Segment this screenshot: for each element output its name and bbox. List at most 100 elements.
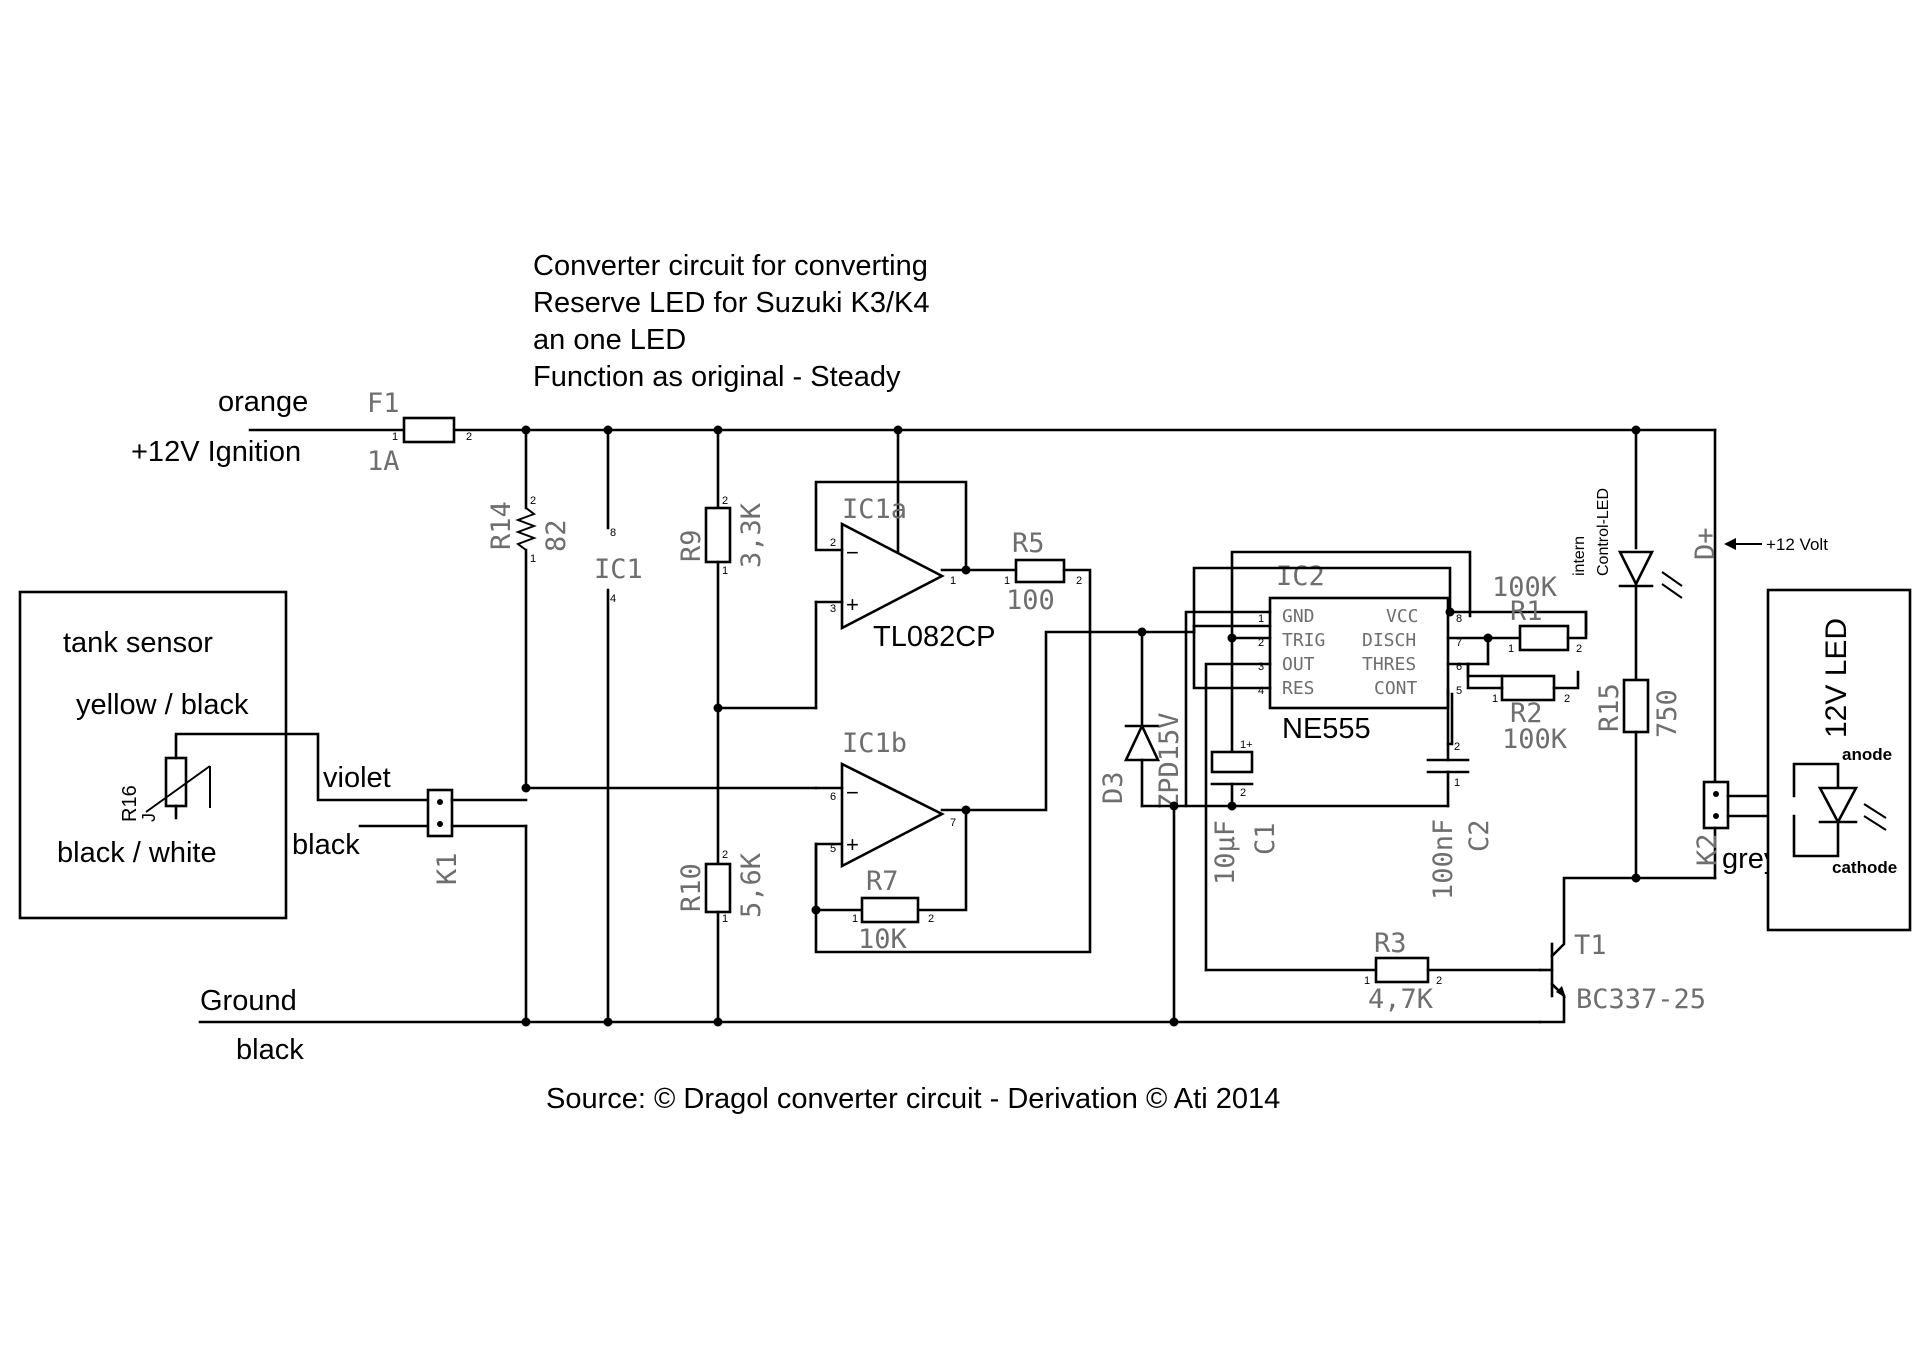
- svg-text:6: 6: [1456, 661, 1462, 673]
- svg-text:2: 2: [1436, 975, 1442, 987]
- r10-value: 5,6K: [736, 852, 767, 918]
- svg-text:1: 1: [950, 575, 956, 587]
- supply-rail: [248, 428, 1717, 797]
- svg-text:1: 1: [1492, 693, 1498, 705]
- svg-text:1: 1: [722, 565, 728, 577]
- wire-label-ground: Ground: [200, 985, 297, 1017]
- c2-ref: C2: [1464, 819, 1495, 852]
- title-line-1: Converter circuit for converting: [533, 250, 928, 282]
- resistor-r14: R14 82 2 1: [486, 428, 572, 790]
- title-line-3: an one LED: [533, 324, 686, 356]
- resistor-r1: 100K R1 1 2: [1492, 572, 1588, 655]
- tank-sensor-top-wire: yellow / black: [76, 689, 249, 721]
- title-line-4: Function as original - Steady: [533, 361, 901, 393]
- source-credit: Source: © Dragol converter circuit - Der…: [546, 1083, 1280, 1115]
- svg-text:3: 3: [1258, 661, 1264, 673]
- wire-label-violet: violet: [323, 762, 391, 794]
- d-plus-label: D+: [1690, 527, 1721, 560]
- svg-text:2: 2: [722, 495, 728, 507]
- resistor-r10: R10 5,6K 2 1: [676, 849, 767, 1024]
- svg-text:6: 6: [830, 791, 836, 803]
- svg-text:5: 5: [830, 843, 836, 855]
- capacitor-c2: 2 1 100nF C2: [1426, 690, 1495, 900]
- d3-value: ZPD15V: [1154, 712, 1185, 810]
- ic1-pin-bot: 4: [610, 593, 616, 605]
- svg-text:VCC: VCC: [1386, 606, 1419, 627]
- d3-ref: D3: [1098, 771, 1129, 804]
- ic1a-part: TL082CP: [873, 621, 996, 653]
- resistor-r3: R3 4,7K 1 2: [1204, 928, 1542, 1015]
- control-led-line2: Control-LED: [1595, 488, 1612, 576]
- r1-ref: R1: [1510, 596, 1543, 627]
- svg-text:1: 1: [1364, 975, 1370, 987]
- svg-text:DISCH: DISCH: [1362, 630, 1416, 651]
- resistor-r15: R15 750: [1594, 678, 1683, 880]
- svg-text:1+: 1+: [1240, 739, 1253, 751]
- c1-ref: C1: [1250, 822, 1281, 855]
- svg-text:1: 1: [1258, 613, 1264, 625]
- wire-label-ignition: +12V Ignition: [131, 436, 301, 468]
- c1-value: 10µF: [1210, 820, 1241, 885]
- svg-text:RES: RES: [1282, 678, 1315, 699]
- svg-text:2: 2: [830, 537, 836, 549]
- wire-label-orange: orange: [218, 386, 308, 418]
- svg-text:2: 2: [1454, 741, 1460, 753]
- r16-ref: R16: [119, 785, 141, 822]
- tank-sensor-bottom-wire: black / white: [57, 837, 217, 869]
- connector-k2: K2: [1634, 780, 1796, 880]
- transistor-t1: T1 BC337-25: [1538, 876, 1706, 1024]
- ic1a-ref: IC1a: [842, 494, 907, 525]
- r3-ref: R3: [1374, 928, 1407, 959]
- ic2-ref: IC2: [1276, 561, 1325, 592]
- c2-value: 100nF: [1428, 819, 1459, 900]
- svg-text:8: 8: [1456, 613, 1462, 625]
- r10-ref: R10: [676, 863, 707, 912]
- svg-text:2: 2: [722, 849, 728, 861]
- r2-value: 100K: [1502, 724, 1568, 755]
- resistor-r2: R2 100K 1 2: [1466, 636, 1580, 755]
- zener-d3: D3 ZPD15V: [1098, 630, 1185, 810]
- title-line-2: Reserve LED for Suzuki K3/K4: [533, 287, 930, 319]
- svg-text:7: 7: [950, 817, 956, 829]
- svg-text:−: −: [846, 540, 859, 565]
- svg-text:2: 2: [1258, 637, 1264, 649]
- ic2-part: NE555: [1282, 713, 1371, 745]
- f1-value: 1A: [367, 446, 400, 477]
- svg-text:2: 2: [1564, 693, 1570, 705]
- r15-ref: R15: [1594, 683, 1625, 732]
- ic1-pin-top: 8: [610, 527, 616, 539]
- fuse-f1: 1 2 F1 1A: [367, 388, 472, 477]
- svg-text:3: 3: [830, 603, 836, 615]
- svg-text:THRES: THRES: [1362, 654, 1416, 675]
- led-box-title: 12V LED: [1820, 618, 1853, 738]
- svg-text:2: 2: [466, 431, 472, 443]
- svg-text:1: 1: [852, 913, 858, 925]
- plus12volt-label: +12 Volt: [1766, 535, 1828, 554]
- control-led: intern Control-LED: [1571, 428, 1683, 682]
- svg-text:2: 2: [1076, 575, 1082, 587]
- svg-text:5: 5: [1456, 685, 1462, 697]
- opamp-ic1b: − + IC1b 6 5 7: [814, 630, 1144, 912]
- title-block: Converter circuit for converting Reserve…: [533, 250, 930, 393]
- t1-value: BC337-25: [1576, 984, 1706, 1015]
- ic1-power: 8 4 IC1: [594, 428, 643, 1024]
- r9-ref: R9: [676, 529, 707, 562]
- r1-value: 100K: [1492, 572, 1558, 603]
- r15-value: 750: [1652, 689, 1683, 738]
- r16-resistor: [164, 756, 188, 808]
- resistor-r9: R9 3,3K 2 1: [676, 428, 767, 866]
- led-box: 12V LED anode cathode: [1766, 588, 1912, 932]
- wire-label-black: black: [292, 829, 360, 861]
- opamp-ic1a: − + IC1a TL082CP 2 3 1: [814, 428, 1018, 653]
- r5-ref: R5: [1012, 528, 1045, 559]
- t1-ref: T1: [1574, 930, 1607, 961]
- junction-dots: [521, 425, 1641, 1027]
- wire-label-ground-black: black: [236, 1034, 304, 1066]
- led-cathode-label: cathode: [1832, 858, 1897, 877]
- svg-text:CONT: CONT: [1374, 678, 1418, 699]
- r3-value: 4,7K: [1368, 984, 1434, 1015]
- timer-ic2: IC2 NE555 GND TRIG OUT RES VCC DISCH THR…: [1140, 550, 1588, 972]
- svg-text:2: 2: [1240, 787, 1246, 799]
